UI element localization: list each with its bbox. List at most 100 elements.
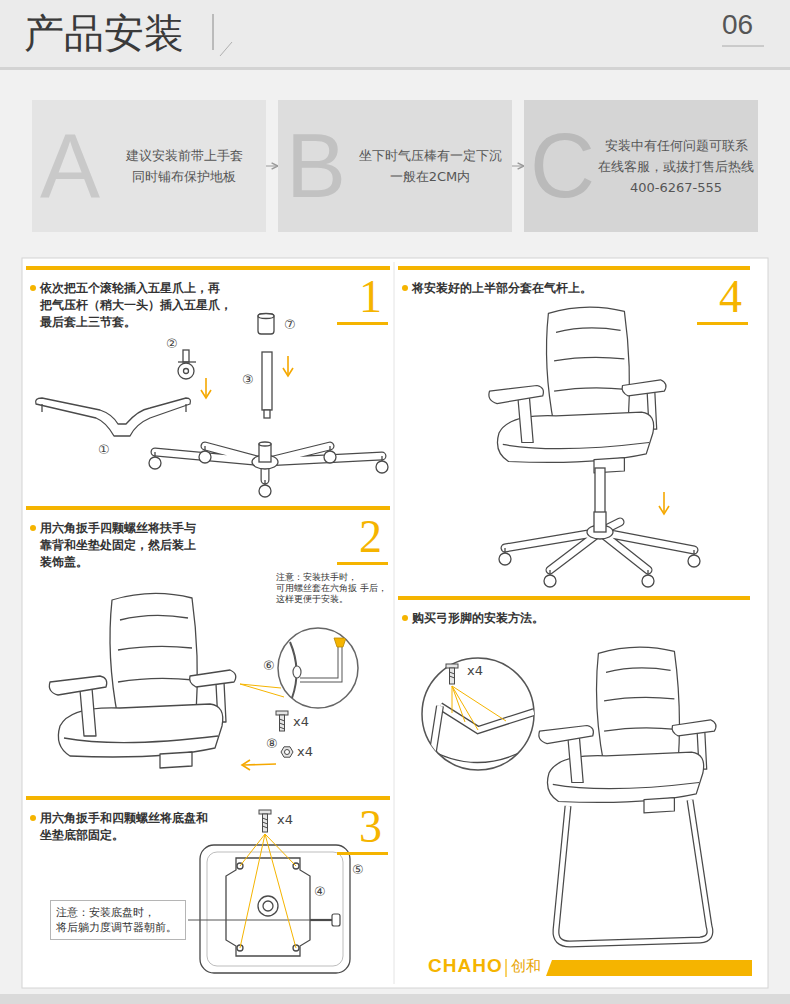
assembled-chair bbox=[594, 512, 606, 532]
label-anchor: 创和 bbox=[511, 957, 541, 975]
label-anchor: ③ bbox=[242, 372, 254, 388]
brand-mark bbox=[505, 959, 506, 977]
page-ground bbox=[220, 42, 232, 56]
assembled-chair bbox=[688, 555, 700, 567]
label-anchor: ② bbox=[166, 336, 178, 352]
install-arrow bbox=[283, 368, 293, 376]
label-anchor: 06 bbox=[722, 8, 753, 42]
quantity-label: x4 bbox=[277, 812, 293, 828]
callout-number: ⑤ bbox=[352, 862, 364, 878]
page-title: 产品安装 bbox=[24, 9, 184, 57]
seat-bottom bbox=[200, 845, 350, 973]
callout-number: ⑧ bbox=[266, 736, 278, 752]
caster-wheel bbox=[183, 350, 189, 362]
page-ground bbox=[394, 262, 395, 984]
caster-wheel bbox=[184, 369, 189, 374]
tip-panel: C安装中有任何问题可联系 在线客服，或拔打售后热线 400-6267-555 bbox=[524, 100, 758, 232]
star-base-part bbox=[41, 404, 42, 412]
five-star-base bbox=[259, 444, 271, 462]
nut bbox=[281, 747, 293, 757]
chair-without-base bbox=[49, 593, 235, 768]
leader-line bbox=[452, 686, 506, 730]
screw bbox=[263, 818, 268, 828]
step-panel: 用六角扳手和四颗螺丝将底盘和 坐垫底部固定。3注意：安装底盘时， 将后躺力度调节… bbox=[26, 796, 390, 986]
step-text: 依次把五个滚轮插入五星爪上，再 把气压杆（稍大一头）插入五星爪， 最后套上三节套… bbox=[40, 280, 245, 331]
flow-arrow bbox=[512, 165, 524, 166]
install-arrow bbox=[659, 506, 669, 514]
gas-lift bbox=[258, 314, 274, 419]
assembled-chair bbox=[489, 307, 700, 587]
gas-lift bbox=[264, 410, 270, 418]
leader-line bbox=[188, 920, 332, 921]
page-number: 06 bbox=[722, 8, 753, 42]
zoom-detail bbox=[300, 646, 340, 680]
brand-logo: 创和 bbox=[511, 957, 541, 975]
five-star-base bbox=[149, 442, 388, 497]
install-arrow bbox=[663, 492, 665, 512]
zoom-detail bbox=[424, 744, 536, 763]
install-arrow bbox=[244, 764, 276, 765]
step-text: 购买弓形脚的安装方法。 bbox=[412, 610, 632, 627]
screw bbox=[276, 711, 288, 731]
tension-lever bbox=[310, 919, 332, 921]
callout-number: ④ bbox=[314, 884, 326, 900]
note-box: 注意：安装底盘时， 将后躺力度调节器朝前。 bbox=[50, 900, 186, 940]
screw bbox=[446, 664, 458, 668]
star-base-part bbox=[36, 398, 191, 436]
screw bbox=[446, 664, 458, 684]
zoom-detail bbox=[430, 706, 440, 770]
label-anchor: x4 bbox=[293, 714, 309, 730]
leader-line bbox=[188, 920, 332, 921]
install-arrow bbox=[242, 760, 276, 770]
label-anchor: ⑧ bbox=[266, 736, 278, 752]
tip-panel: A建议安装前带上手套 同时铺布保护地板 bbox=[32, 100, 266, 232]
five-star-base bbox=[259, 485, 271, 497]
tip-text: 坐下时气压棒有一定下沉 一般在2CM内 bbox=[348, 145, 512, 187]
mounting-plate bbox=[226, 858, 310, 956]
chair-without-base bbox=[49, 593, 235, 768]
step-text: 用六角扳手和四颗螺丝将底盘和 坐垫底部固定。 bbox=[40, 810, 225, 844]
label-anchor: x4 bbox=[277, 812, 293, 828]
step-panel: 购买弓形脚的安装方法。 bbox=[398, 596, 750, 986]
watermark-letter: C bbox=[530, 121, 594, 211]
zoom-detail bbox=[440, 706, 534, 730]
install-arrow bbox=[201, 356, 293, 398]
leader-line bbox=[240, 834, 296, 948]
callout-number: ⑥ bbox=[262, 658, 276, 674]
brand-mark bbox=[546, 960, 752, 976]
step-text: 用六角扳手四颗螺丝将扶手与 靠背和坐垫处固定，然后装上 装饰盖。 bbox=[40, 520, 212, 571]
leader-line bbox=[240, 834, 296, 948]
label-anchor: x4 bbox=[466, 663, 484, 679]
zoom-detail bbox=[278, 628, 358, 708]
nut bbox=[285, 750, 290, 755]
step-text: 将安装好的上半部分套在气杆上。 bbox=[412, 280, 632, 297]
gas-lift bbox=[258, 314, 274, 319]
zoom-detail bbox=[422, 658, 536, 770]
quantity-label: x4 bbox=[297, 744, 313, 760]
label-anchor: 注意：安装扶手时， 可用螺丝套在六角扳 手后，这样更便于安装。 bbox=[276, 572, 390, 604]
zoom-detail bbox=[334, 638, 346, 647]
caster-wheel bbox=[178, 363, 194, 379]
star-base-part bbox=[36, 398, 191, 436]
gas-lift bbox=[258, 314, 274, 334]
tension-lever bbox=[332, 914, 340, 926]
sled-base-chair bbox=[556, 800, 710, 944]
label-anchor: ④ bbox=[314, 884, 326, 900]
tip-text: 安装中有任何问题可联系 在线客服，或拔打售后热线 400-6267-555 bbox=[594, 135, 758, 198]
step-panel: 依次把五个滚轮插入五星爪上，再 把气压杆（稍大一头）插入五星爪， 最后套上三节套… bbox=[26, 266, 390, 504]
caster-wheel bbox=[178, 350, 196, 379]
screw bbox=[280, 715, 285, 731]
seat-bottom bbox=[200, 845, 350, 973]
assembled-chair bbox=[544, 575, 556, 587]
sled-base-chair bbox=[539, 647, 716, 944]
five-star-base bbox=[149, 442, 388, 497]
zoom-detail bbox=[424, 706, 536, 770]
sled-base-chair bbox=[539, 647, 716, 813]
step-number: 4 bbox=[697, 270, 748, 325]
note-text: 注意：安装底盘时， 将后躺力度调节器朝前。 bbox=[56, 905, 180, 935]
five-star-base bbox=[376, 461, 388, 473]
page-ground bbox=[22, 258, 768, 988]
zoom-detail bbox=[240, 628, 358, 708]
